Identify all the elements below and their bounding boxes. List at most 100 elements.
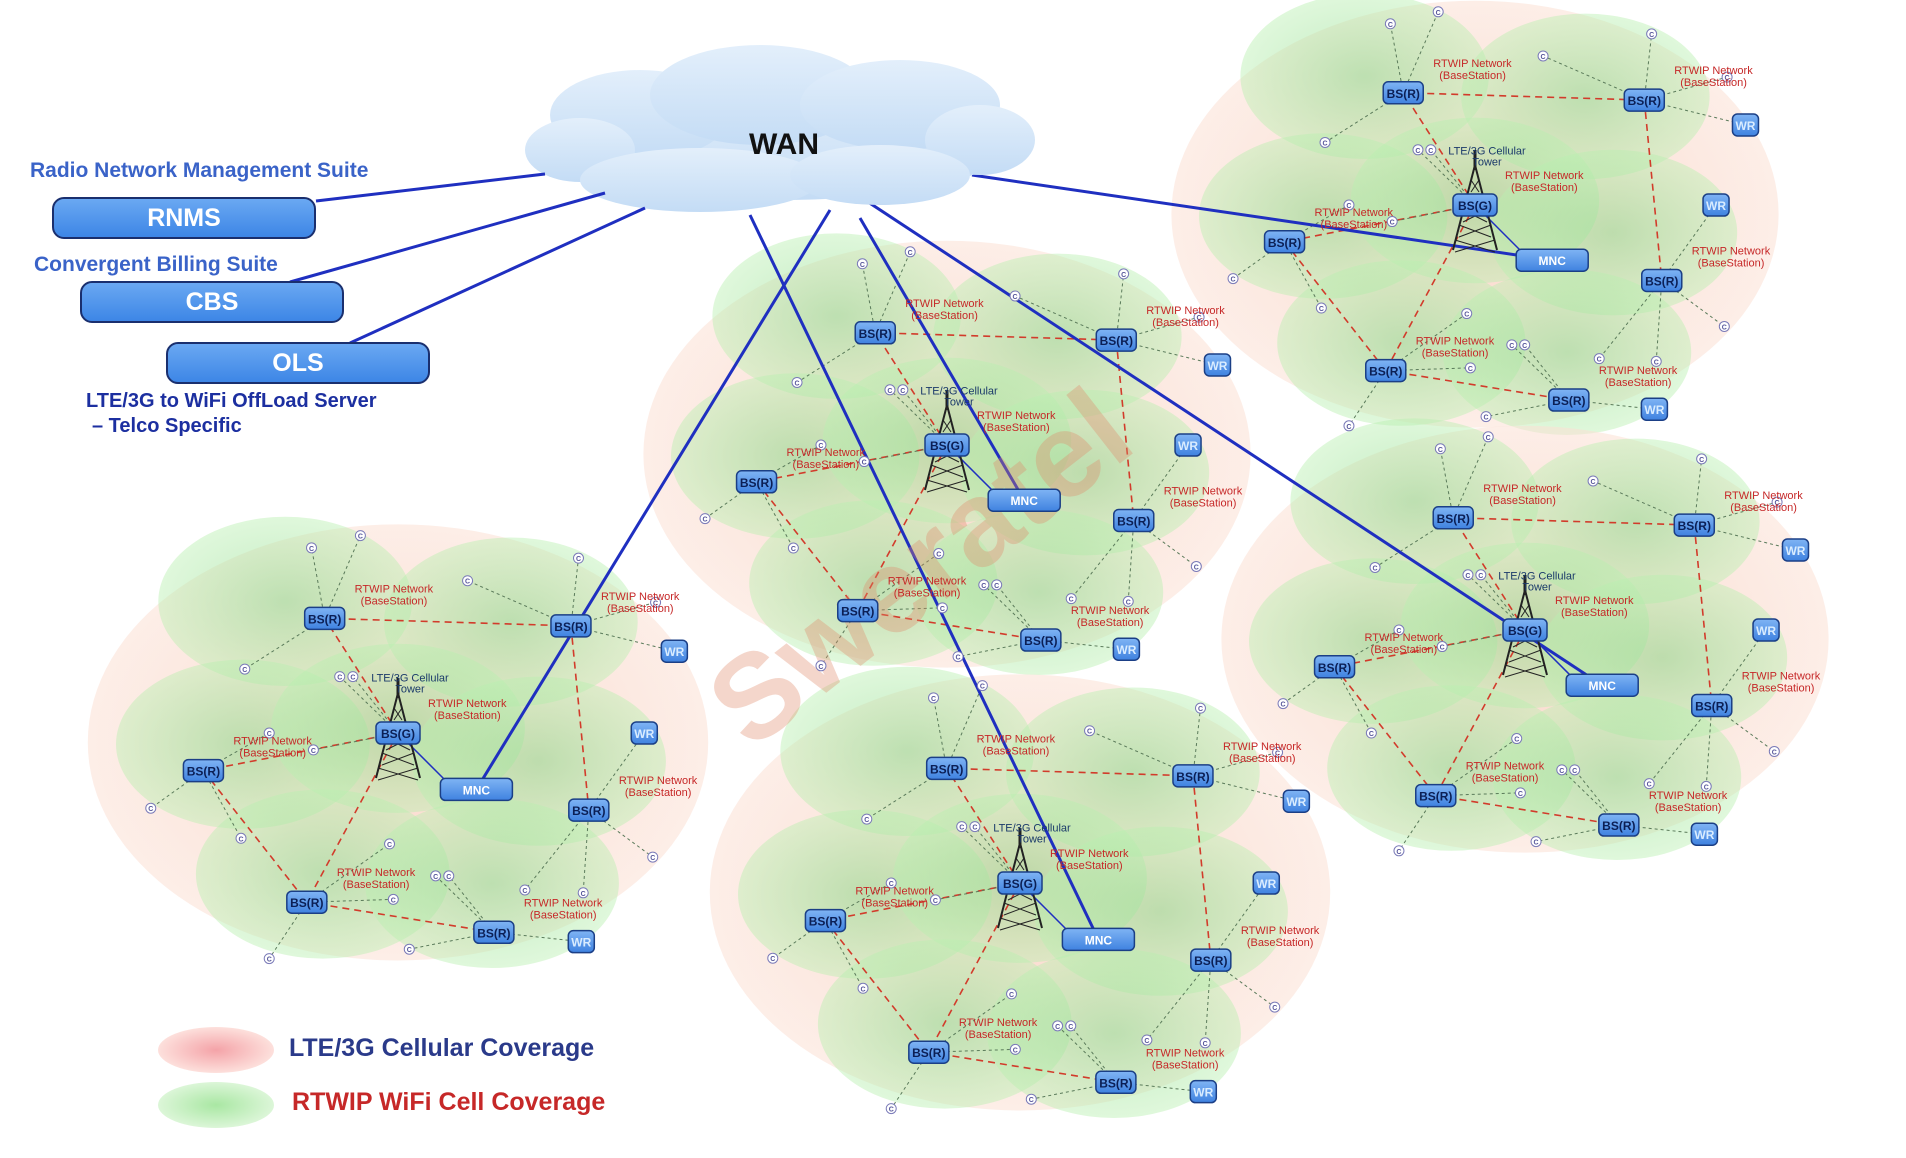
cluster-right-client-5[interactable]: C xyxy=(1369,561,1381,573)
cluster-top-right-bs-r-0[interactable]: BS(R) xyxy=(1382,81,1424,105)
ols-box[interactable]: OLS xyxy=(166,342,430,384)
cluster-right-client-7[interactable]: C xyxy=(1587,475,1599,487)
cluster-right-bs-g[interactable]: BS(G) xyxy=(1502,618,1548,642)
cluster-middle-client-11-dot[interactable] xyxy=(787,542,799,554)
cluster-bottom-client-2[interactable]: C xyxy=(956,821,968,833)
cluster-right-bs-g-box[interactable] xyxy=(1502,618,1548,642)
cluster-top-right-client-17[interactable]: C xyxy=(1461,308,1473,320)
cluster-right-client-7-dot[interactable] xyxy=(1587,475,1599,487)
cluster-top-right-mnc-box[interactable] xyxy=(1515,248,1589,272)
cluster-middle-wr-0[interactable]: WR xyxy=(1203,353,1232,377)
cluster-left-client-0-dot[interactable] xyxy=(347,671,359,683)
cluster-top-right-bs-r-3-box[interactable] xyxy=(1641,268,1683,293)
cluster-left-client-13-dot[interactable] xyxy=(647,851,659,863)
cluster-middle-bs-r-5-box[interactable] xyxy=(1020,628,1062,652)
cluster-bottom-client-17[interactable]: C xyxy=(1006,988,1018,1000)
cluster-middle-bs-r-4-box[interactable] xyxy=(837,598,879,623)
cluster-top-right-client-6-dot[interactable] xyxy=(1721,71,1733,83)
cluster-top-right-bs-r-1[interactable]: BS(R) xyxy=(1623,88,1666,112)
cluster-right-client-2-dot[interactable] xyxy=(1462,569,1474,581)
cluster-middle-wr-0-box[interactable] xyxy=(1203,353,1232,377)
cluster-middle-bs-g[interactable]: BS(G) xyxy=(924,433,970,457)
cluster-right-client-16[interactable]: C xyxy=(1393,845,1405,857)
cluster-right-wr-0[interactable]: WR xyxy=(1781,538,1810,562)
cluster-middle-client-9[interactable]: C xyxy=(699,513,711,525)
cluster-middle-client-9-dot[interactable] xyxy=(699,513,711,525)
cluster-right-client-17[interactable]: C xyxy=(1511,733,1523,745)
cluster-right-client-13-dot[interactable] xyxy=(1768,745,1780,757)
cluster-left-client-19[interactable]: C xyxy=(403,943,415,955)
cluster-left-bs-r-4[interactable]: BS(R) xyxy=(286,890,328,914)
cluster-top-right-client-10[interactable]: C xyxy=(1343,199,1355,211)
cluster-middle-client-1[interactable]: C xyxy=(858,456,870,468)
cluster-left-client-9[interactable]: C xyxy=(145,802,157,814)
cluster-right-bs-r-1-box[interactable] xyxy=(1673,513,1716,537)
cluster-left-bs-r-0[interactable]: BS(R) xyxy=(303,606,346,631)
cluster-left-client-0[interactable]: C xyxy=(347,671,359,683)
cluster-right-client-20[interactable]: C xyxy=(1556,764,1568,776)
cluster-bottom-client-0[interactable]: C xyxy=(969,821,981,833)
cluster-middle-client-0-dot[interactable] xyxy=(897,384,909,396)
cluster-right-client-6[interactable]: C xyxy=(1771,496,1783,508)
cluster-top-right-bs-r-1-box[interactable] xyxy=(1623,88,1666,112)
cluster-left-client-15[interactable]: C xyxy=(387,893,399,905)
cluster-bottom-client-3[interactable]: C xyxy=(928,692,940,704)
cluster-bottom-client-9-dot[interactable] xyxy=(767,952,779,964)
cbs-box[interactable]: CBS xyxy=(80,281,344,323)
cluster-left-wr-0[interactable]: WR xyxy=(660,639,689,663)
cluster-bottom-client-3-dot[interactable] xyxy=(928,692,940,704)
cluster-right-client-4[interactable]: C xyxy=(1482,431,1494,443)
cluster-top-right-client-10-dot[interactable] xyxy=(1343,199,1355,211)
cluster-top-right-client-17-dot[interactable] xyxy=(1461,308,1473,320)
cluster-middle-client-19-dot[interactable] xyxy=(952,651,964,663)
cluster-top-right-bs-g[interactable]: BS(G) xyxy=(1452,193,1498,217)
cluster-middle-client-5[interactable]: C xyxy=(791,376,803,388)
cluster-left-client-6[interactable]: C xyxy=(650,596,662,608)
cluster-top-right-bs-r-2-box[interactable] xyxy=(1263,230,1306,254)
cluster-right-client-15-dot[interactable] xyxy=(1514,787,1526,799)
cluster-right-client-16-dot[interactable] xyxy=(1393,845,1405,857)
cluster-right-bs-r-3-box[interactable] xyxy=(1691,693,1733,718)
cluster-right-client-14[interactable]: C xyxy=(1700,780,1712,792)
cluster-middle-client-18-dot[interactable] xyxy=(991,579,1003,591)
cluster-top-right-client-19[interactable]: C xyxy=(1480,411,1492,423)
cluster-top-right-client-0[interactable]: C xyxy=(1425,144,1437,156)
cluster-middle-client-1-dot[interactable] xyxy=(858,456,870,468)
cluster-bottom-client-19-dot[interactable] xyxy=(1025,1093,1037,1105)
cluster-bottom-bs-r-5[interactable]: BS(R) xyxy=(1095,1070,1137,1095)
cluster-bottom-client-18[interactable]: C xyxy=(1065,1020,1077,1032)
cluster-left-client-4-dot[interactable] xyxy=(354,530,366,542)
cluster-left-client-13[interactable]: C xyxy=(647,851,659,863)
cluster-right-client-6-dot[interactable] xyxy=(1771,496,1783,508)
cluster-top-right-bs-r-5[interactable]: BS(R) xyxy=(1548,388,1590,412)
cluster-middle-wr-1[interactable]: WR xyxy=(1174,433,1202,457)
cluster-left-bs-r-5-box[interactable] xyxy=(473,920,515,945)
cluster-right-client-10[interactable]: C xyxy=(1393,624,1405,636)
cluster-left-client-20-dot[interactable] xyxy=(430,870,442,882)
cluster-top-right-wr-1-box[interactable] xyxy=(1702,193,1730,217)
cluster-right-mnc[interactable]: MNC xyxy=(1565,673,1639,697)
cluster-bottom-client-15-dot[interactable] xyxy=(1009,1043,1021,1055)
cluster-bottom-client-5[interactable]: C xyxy=(861,813,873,825)
cluster-left-client-3[interactable]: C xyxy=(306,542,318,554)
cluster-right-client-18-dot[interactable] xyxy=(1569,764,1581,776)
cluster-middle-client-3-dot[interactable] xyxy=(856,258,868,270)
cluster-middle-client-19[interactable]: C xyxy=(952,651,964,663)
cluster-bottom-client-5-dot[interactable] xyxy=(861,813,873,825)
cluster-top-right-client-1-dot[interactable] xyxy=(1386,216,1398,228)
cluster-top-right-client-4-dot[interactable] xyxy=(1432,6,1444,18)
cluster-bottom-client-18-dot[interactable] xyxy=(1065,1020,1077,1032)
cluster-left-bs-g-box[interactable] xyxy=(375,721,421,745)
cluster-bottom-wr-1[interactable]: WR xyxy=(1252,871,1281,895)
cluster-middle-bs-g-box[interactable] xyxy=(924,433,970,457)
cluster-top-right-client-12-dot[interactable] xyxy=(1593,353,1605,365)
cluster-left-bs-r-5[interactable]: BS(R) xyxy=(473,920,515,945)
cluster-bottom-bs-r-4[interactable]: BS(R) xyxy=(908,1040,950,1064)
cluster-bottom-client-12[interactable]: C xyxy=(1141,1034,1153,1046)
cluster-right-client-12-dot[interactable] xyxy=(1643,778,1655,790)
cluster-left-client-7-dot[interactable] xyxy=(462,575,474,587)
cluster-top-right-client-5-dot[interactable] xyxy=(1319,136,1331,148)
cluster-left-bs-r-2-box[interactable] xyxy=(182,758,225,783)
cluster-left-client-15-dot[interactable] xyxy=(387,893,399,905)
cluster-right-client-18[interactable]: C xyxy=(1569,764,1581,776)
